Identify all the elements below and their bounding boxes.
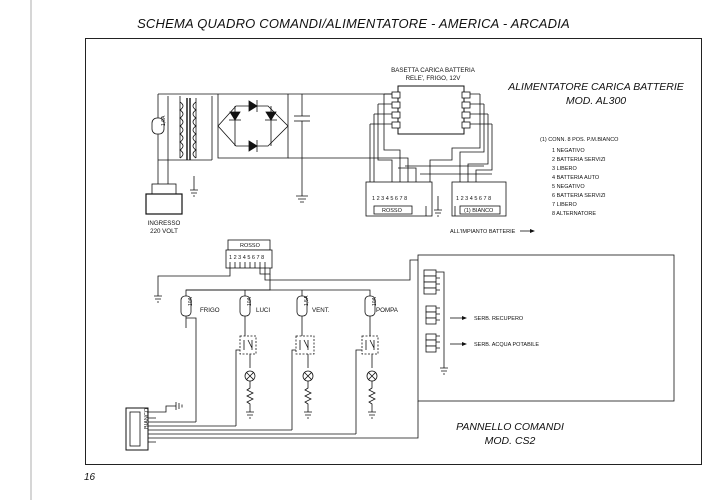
panel-rosso-label: ROSSO <box>240 243 261 249</box>
fuse-label: 10A <box>372 296 378 306</box>
diagram-frame <box>85 38 702 465</box>
relay-board <box>370 85 492 135</box>
connector-rosso-panel: ROSSO 1 2 3 4 5 6 7 8 <box>225 239 273 269</box>
alimentatore-title: ALIMENTATORE CARICA BATTERIE <box>507 81 685 93</box>
legend-item: 4 BATTERIA AUTO <box>552 175 600 181</box>
serb-acqua-label: SERB. ACQUA POTABILE <box>474 342 539 348</box>
fuse-label: 10A <box>188 296 194 306</box>
relay-board-label-2: RELE', FRIGO, 12V <box>406 75 462 82</box>
switch-label: POMPA <box>376 307 399 314</box>
input-fuse: 1,6A <box>151 115 167 135</box>
alimentatore-model: MOD. AL300 <box>566 95 626 107</box>
fuse-label: 10A <box>247 296 253 306</box>
switch-vent: 1,5A VENT. <box>291 295 330 430</box>
fuse-label: 1,5A <box>304 295 310 306</box>
pannello-section: ROSSO 1 2 3 4 5 6 7 8 <box>125 239 675 451</box>
alimentatore-section: BASETTA CARICA BATTERIA RELE', FRIGO, 12… <box>145 67 685 235</box>
connector-bianco-panel: BIANCO <box>125 401 419 451</box>
pin-legend: (1) CONN. 8 POS. P.M.BIANCO 1 NEGATIVO 2… <box>540 137 619 217</box>
switch-label: VENT. <box>312 307 330 314</box>
panel-rosso-pins: 1 2 3 4 5 6 7 8 <box>229 255 264 261</box>
input-plug: INGRESSO 220 VOLT <box>145 176 198 235</box>
bianco-label: (1) BIANCO <box>464 208 494 214</box>
page-title: SCHEMA QUADRO COMANDI/ALIMENTATORE - AME… <box>137 16 570 31</box>
input-label-1: INGRESSO <box>148 220 181 227</box>
input-label-2: 220 VOLT <box>150 228 178 235</box>
serb-recupero-label: SERB. RECUPERO <box>474 316 524 322</box>
switch-label: FRIGO <box>200 307 220 314</box>
page-left-edge <box>0 0 32 500</box>
terminal-strip <box>423 269 448 375</box>
input-fuse-label: 1,6A <box>161 115 167 126</box>
wire-to-right-panel <box>264 259 418 281</box>
bianco-pins: 1 2 3 4 5 6 7 8 <box>456 196 491 202</box>
transformer <box>158 96 213 190</box>
connector-wiring <box>369 94 493 182</box>
relay-board-label-1: BASETTA CARICA BATTERIA <box>391 67 476 74</box>
rosso-top-label: ROSSO <box>382 208 403 214</box>
pannello-model: MOD. CS2 <box>485 435 536 447</box>
ground-mid <box>434 196 442 217</box>
connector-rosso-top: 1 2 3 4 5 6 7 8 ROSSO <box>365 181 433 217</box>
legend-item: 5 NEGATIVO <box>552 184 585 190</box>
rosso-top-pins: 1 2 3 4 5 6 7 8 <box>372 196 407 202</box>
wire-neg-panel <box>157 268 231 296</box>
switch-pompa: 10A POMPA <box>355 295 399 434</box>
pannello-title: PANNELLO COMANDI <box>456 421 564 433</box>
connector-bianco: 1 2 3 4 5 6 7 8 (1) BIANCO <box>451 181 507 217</box>
legend-item: 2 BATTERIA SERVIZI <box>552 157 606 163</box>
bianco-panel-label: BIANCO <box>144 407 150 429</box>
switch-luci: 10A LUCI <box>235 295 270 426</box>
capacitor <box>294 94 310 203</box>
bridge-rectifier <box>217 94 289 159</box>
switch-label: LUCI <box>256 307 270 314</box>
page-number: 16 <box>84 472 96 483</box>
legend-item: 6 BATTERIA SERVIZI <box>552 193 606 199</box>
to-batteries-label: ALL'IMPIANTO BATTERIE <box>450 229 516 235</box>
legend-header: (1) CONN. 8 POS. P.M.BIANCO <box>540 137 619 143</box>
switch-frigo: 10A FRIGO <box>180 295 220 422</box>
legend-item: 8 ALTERNATORE <box>552 211 596 217</box>
right-panel-box <box>417 254 675 402</box>
legend-item: 7 LIBERO <box>552 202 577 208</box>
legend-item: 3 LIBERO <box>552 166 577 172</box>
legend-item: 1 NEGATIVO <box>552 148 585 154</box>
